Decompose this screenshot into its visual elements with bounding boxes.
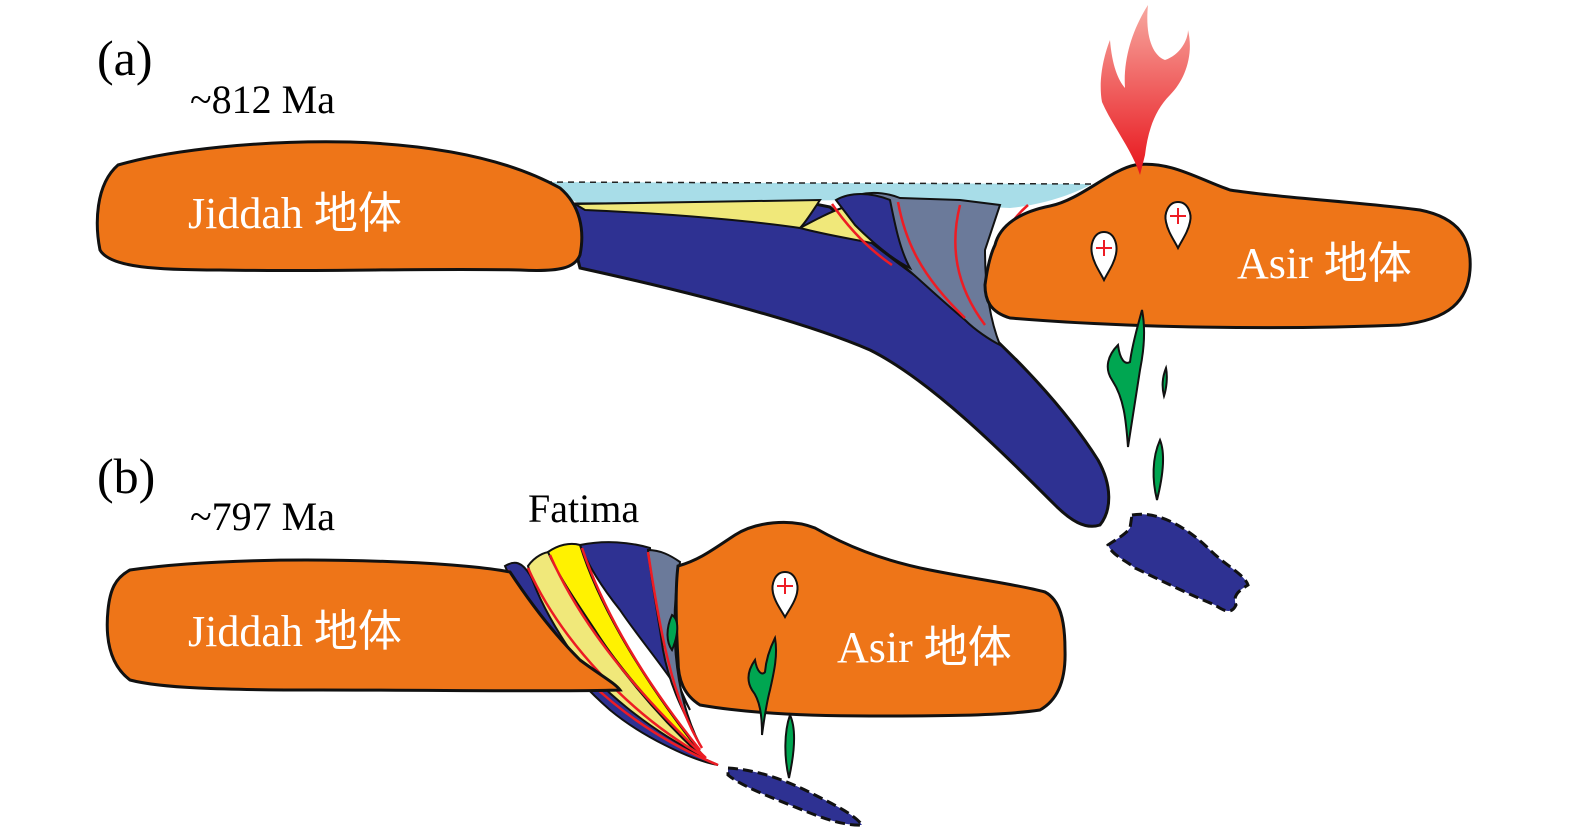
sediment-wedge	[571, 198, 822, 230]
oceanic-slice	[578, 541, 691, 711]
granite-pluton	[771, 570, 799, 620]
terrane-label-asir: Asir 地体	[1237, 239, 1412, 288]
arc-magma	[1106, 309, 1168, 501]
terrane-label-jiddah: Jiddah 地体	[188, 189, 402, 238]
basin-label-fatima: Fatima	[528, 486, 639, 531]
jiddah-terrane	[95, 140, 584, 273]
granite-pluton	[1090, 230, 1118, 283]
panel-label: (b)	[97, 448, 155, 504]
terrane-label-jiddah: Jiddah 地体	[188, 607, 402, 656]
arc-magma	[666, 613, 796, 779]
asir-terrane	[983, 162, 1472, 330]
granite-pluton	[1164, 200, 1192, 251]
sea-level-dashed-line	[534, 181, 1093, 185]
terrane-label-asir: Asir 地体	[837, 623, 1012, 672]
detached-slab-fragment	[726, 766, 865, 827]
detached-slab-fragment	[1106, 512, 1250, 613]
asir-terrane	[674, 520, 1067, 718]
panel-b: (b) ~797 Ma Fatima Jiddah 地体 Asir 地体	[97, 448, 1067, 827]
panel-a: (a) ~812 Ma Jiddah 地体 Asir 地体	[95, 5, 1472, 613]
jiddah-terrane	[105, 558, 623, 693]
age-label: ~797 Ma	[190, 494, 335, 539]
panel-label: (a)	[97, 30, 153, 86]
forearc-slab-slice	[834, 193, 913, 271]
age-label: ~812 Ma	[190, 77, 335, 122]
volcanic-plume	[1100, 5, 1190, 175]
